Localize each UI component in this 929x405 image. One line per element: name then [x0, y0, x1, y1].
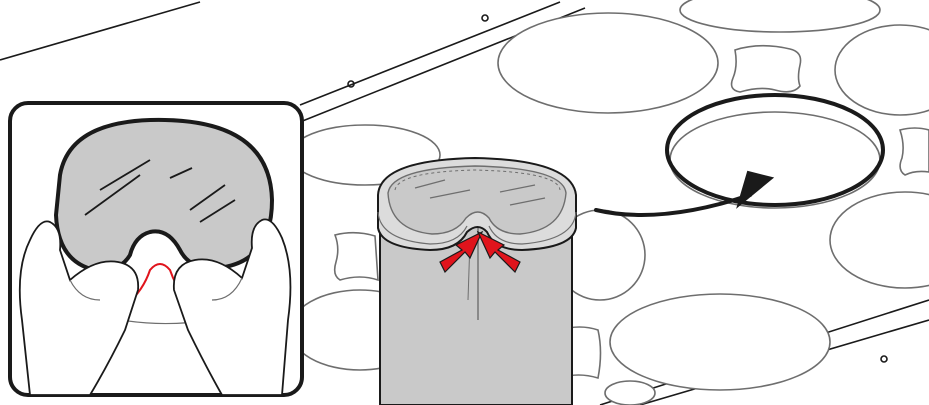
rivet — [482, 15, 488, 21]
tray-spacer — [335, 233, 378, 280]
tray-spacer — [900, 128, 929, 175]
tray-rim-left — [0, 2, 200, 60]
filter-seat — [605, 381, 655, 405]
rivet — [881, 356, 887, 362]
filter-seat — [680, 0, 880, 32]
canister — [378, 158, 576, 405]
filter-seat — [830, 192, 929, 288]
tray-spacer — [732, 46, 801, 92]
filter-seat — [610, 294, 830, 390]
filter-seat — [670, 112, 880, 208]
filter-seat — [498, 13, 718, 113]
filter-seat — [835, 25, 929, 115]
detail-inset — [10, 103, 302, 395]
